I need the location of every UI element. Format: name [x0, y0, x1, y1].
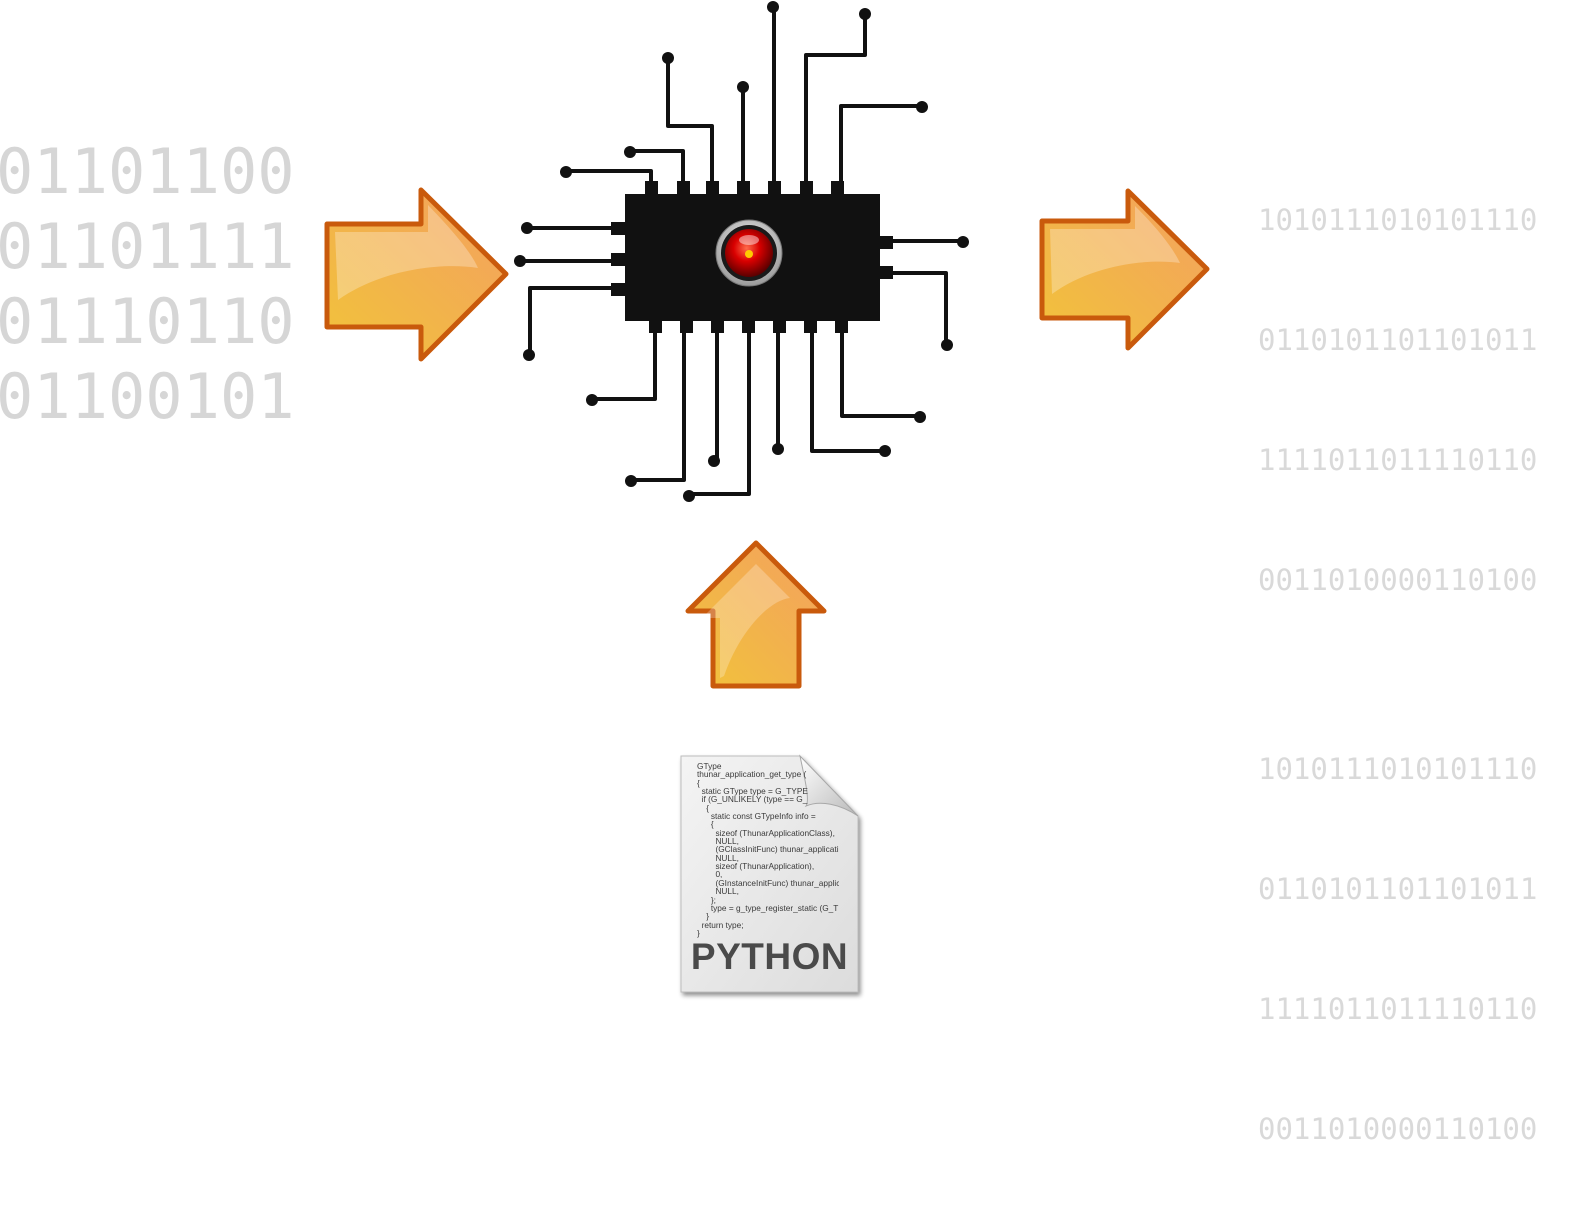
output-binary-block: 1010111010101110 0110101101101011 111101…	[1258, 120, 1537, 680]
code-line: NULL,	[697, 836, 739, 847]
code-line: {	[697, 819, 714, 830]
code-line: NULL,	[697, 886, 739, 897]
document-language-label: PYTHON	[690, 936, 849, 977]
code-line: 0,	[697, 869, 723, 880]
code-line: }	[697, 927, 700, 938]
code-line: static GType type = G_TYPE	[697, 786, 808, 797]
chip-eye-icon	[715, 219, 783, 287]
output-binary-line: 1010111010101110	[1258, 752, 1538, 786]
output-binary: 1010111010101110 0110101101101011 111101…	[1258, 120, 1537, 1229]
code-line: GType	[697, 762, 722, 771]
code-line: }	[697, 911, 709, 922]
diagram-canvas	[324, 1, 1210, 993]
code-line: (GInstanceInitFunc) thunar_applic	[697, 877, 839, 888]
arrow-right-icon	[324, 187, 509, 362]
microchip-icon	[518, 4, 964, 496]
code-line: if (G_UNLIKELY (type == G_	[697, 794, 808, 805]
output-binary-line: 0011010000110100	[1258, 1112, 1538, 1146]
code-line: type = g_type_register_static (G_T	[697, 902, 839, 913]
input-binary-line: 01110110	[0, 285, 295, 358]
code-line: NULL,	[697, 852, 739, 863]
code-line: {	[697, 802, 709, 813]
chip-trace-ends	[514, 1, 969, 502]
source-code-document-icon	[680, 754, 859, 993]
input-binary: 01101100 01101111 01110110 01100101	[0, 134, 295, 434]
arrow-right-icon	[1039, 188, 1210, 351]
code-line: return type;	[697, 919, 744, 930]
output-binary-line: 0110101101101011	[1258, 872, 1538, 906]
code-line: static const GTypeInfo info =	[697, 811, 816, 822]
code-line: sizeof (ThunarApplicationClass),	[697, 827, 835, 838]
output-binary-line: 1111011011110110	[1258, 992, 1538, 1026]
output-binary-line: 1111011011110110	[1258, 443, 1538, 477]
input-binary-line: 01101100	[0, 135, 295, 208]
code-line: sizeof (ThunarApplication),	[697, 861, 815, 872]
code-line: thunar_application_get_type (	[697, 769, 807, 780]
output-binary-line: 0110101101101011	[1258, 323, 1538, 357]
output-binary-line: 0011010000110100	[1258, 563, 1538, 597]
code-line: (GClassInitFunc) thunar_applicatio	[697, 844, 839, 855]
input-binary-line: 01101111	[0, 210, 295, 283]
output-binary-line: 1010111010101110	[1258, 203, 1538, 237]
code-line: };	[697, 894, 716, 905]
code-line: {	[697, 777, 700, 788]
arrow-up-icon	[685, 540, 827, 689]
input-binary-line: 01100101	[0, 360, 295, 433]
